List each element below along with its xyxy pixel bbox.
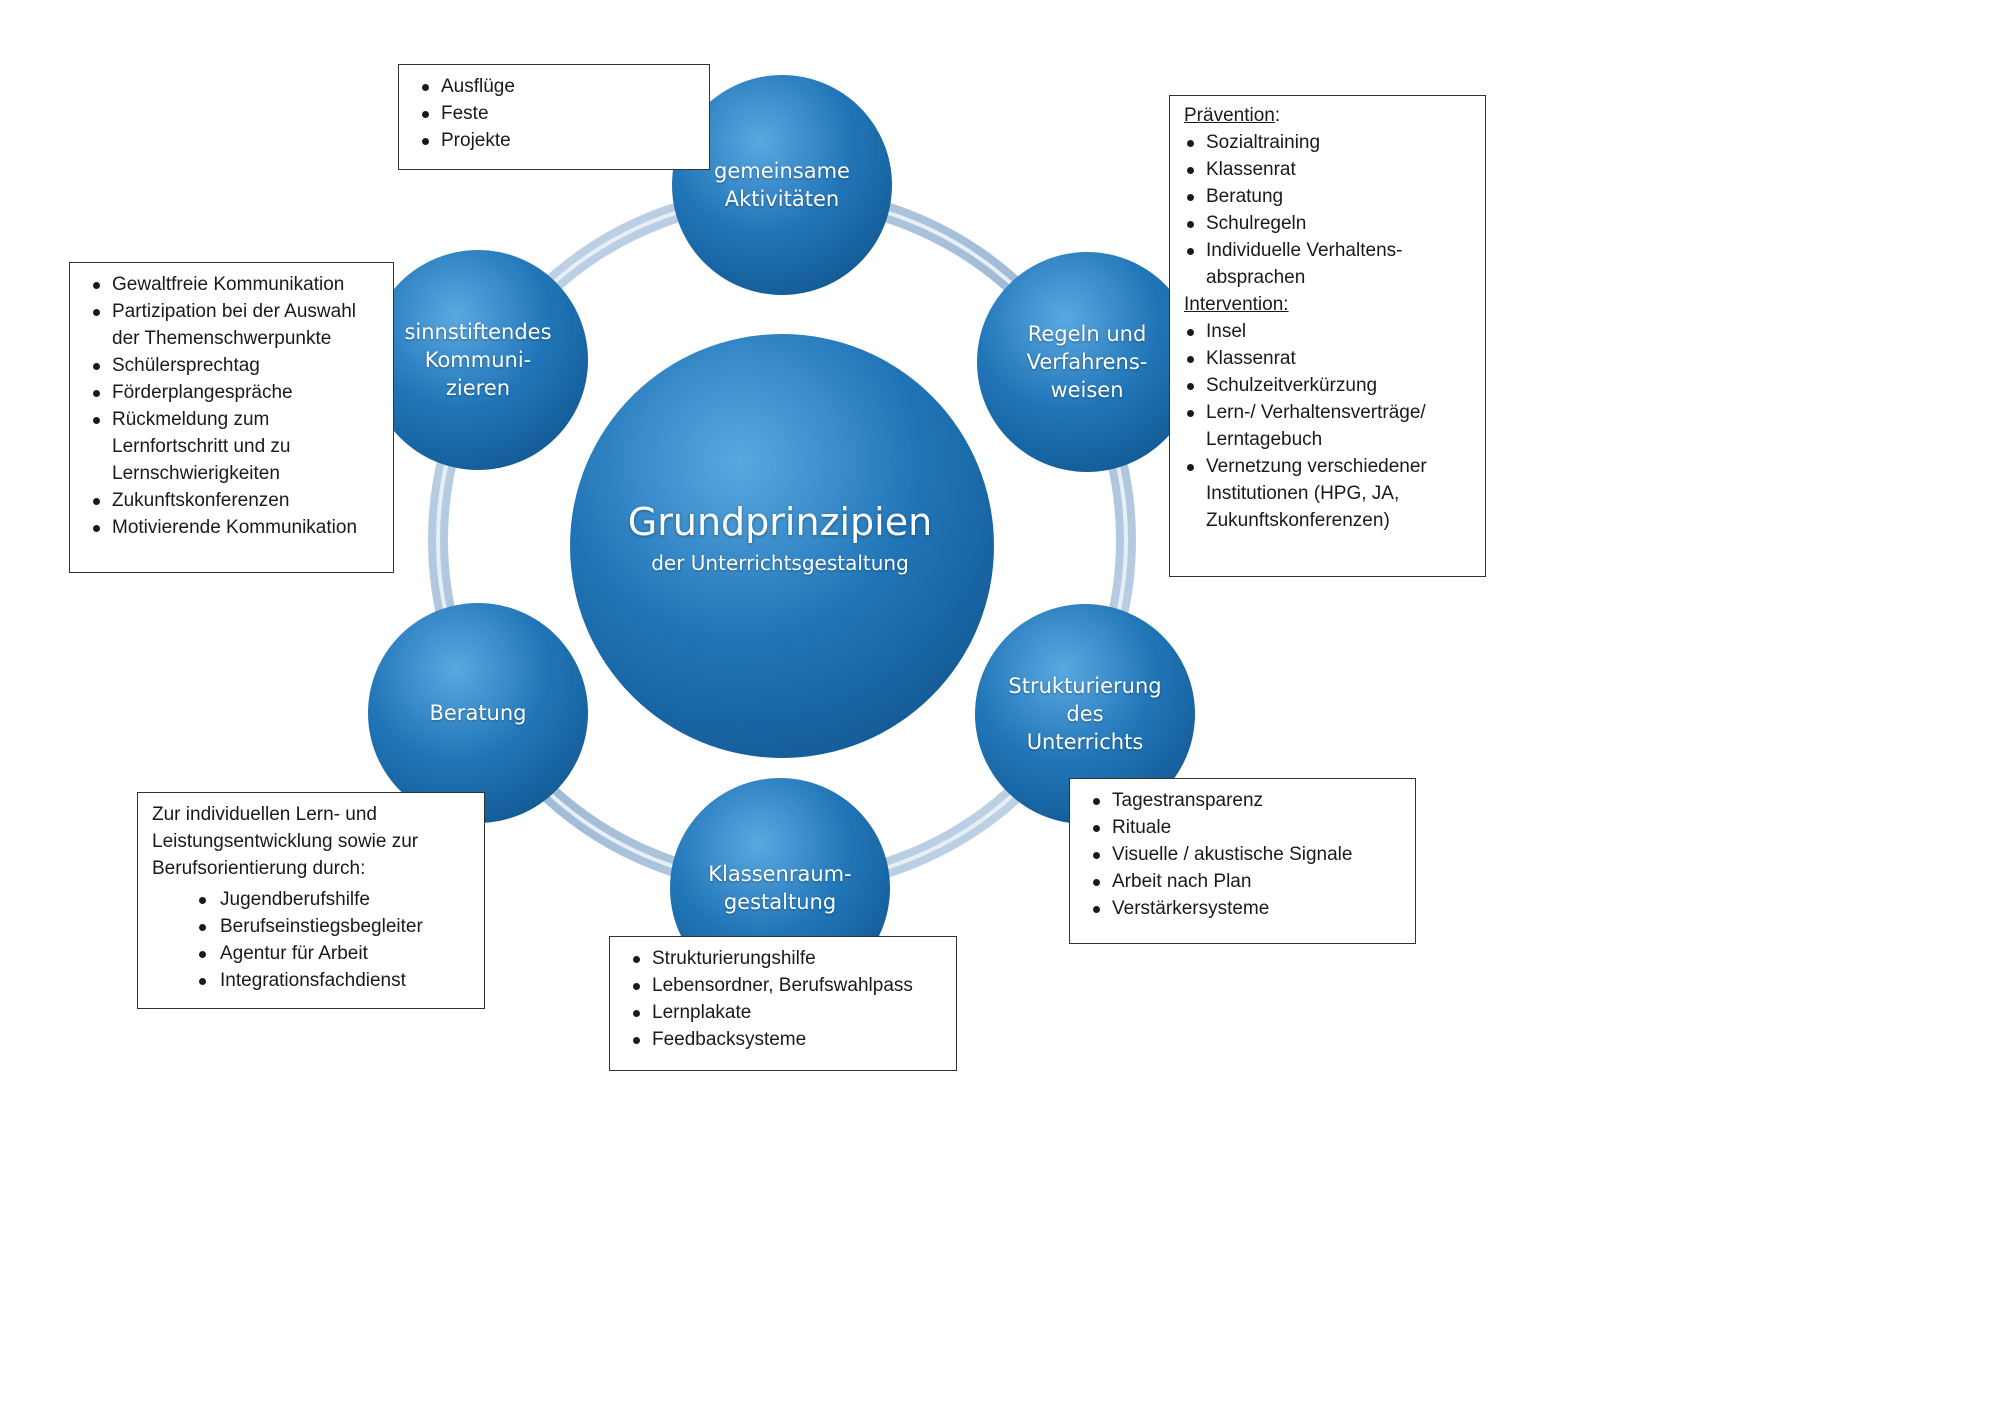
list-item: Feedbacksysteme	[630, 1026, 948, 1053]
list-item: Beratung	[1184, 183, 1477, 210]
list-item: Integrationsfachdienst	[152, 967, 476, 994]
node-upper-left-circle	[368, 250, 588, 470]
list-item: Feste	[419, 100, 699, 127]
node-label-structure: Strukturierung des Unterrichts	[1008, 674, 1162, 754]
communication-box: Gewaltfreie Kommunikation Partizipation …	[69, 262, 394, 573]
prevention-colon: :	[1274, 105, 1281, 126]
list-item: Agentur für Arbeit	[152, 940, 476, 967]
node-lower-left-circle	[368, 603, 588, 823]
center-subtitle: der Unterrichtsgestaltung	[651, 551, 909, 575]
node-label-rules: Regeln und Verfahrens- weisen	[1026, 322, 1148, 402]
list-item: Individuelle Verhaltens-absprachen	[1184, 237, 1477, 291]
structure-box: Tagestransparenz Rituale Visuelle / akus…	[1069, 778, 1416, 944]
counseling-box: Zur individuellen Lern- und Leistungsent…	[137, 792, 485, 1009]
list-item: Tagestransparenz	[1090, 787, 1407, 814]
node-label-communication: sinnstiftendes Kommuni- zieren	[404, 320, 552, 400]
list-item: Sozialtraining	[1184, 129, 1477, 156]
node-lower-right-circle	[975, 604, 1195, 824]
list-item: Lernplakate	[630, 999, 948, 1026]
list-item: Projekte	[419, 127, 699, 154]
list-item: Klassenrat	[1184, 156, 1477, 183]
list-item: Rückmeldung zum Lernfortschritt und zu L…	[90, 406, 385, 487]
intervention-heading: Intervention:	[1184, 294, 1289, 315]
center-title: Grundprinzipien	[627, 500, 933, 544]
list-item: Rituale	[1090, 814, 1407, 841]
list-item: Insel	[1184, 318, 1477, 345]
list-item: Partizipation bei der Auswahl der Themen…	[90, 298, 385, 352]
list-item: Lebensordner, Berufswahlpass	[630, 972, 948, 999]
list-item: Gewaltfreie Kommunikation	[90, 271, 385, 298]
classroom-box: Strukturierungshilfe Lebensordner, Beruf…	[609, 936, 957, 1071]
list-item: Schulregeln	[1184, 210, 1477, 237]
list-item: Motivierende Kommunikation	[90, 514, 385, 541]
node-top-circle	[672, 75, 892, 295]
list-item: Visuelle / akustische Signale	[1090, 841, 1407, 868]
list-item: Berufseinstiegsbegleiter	[152, 913, 476, 940]
list-item: Förderplangespräche	[90, 379, 385, 406]
prevention-heading: Prävention	[1184, 105, 1275, 126]
list-item: Lern-/ Verhaltensverträge/ Lerntagebuch	[1184, 399, 1477, 453]
node-label-activities: gemeinsame Aktivitäten	[714, 159, 850, 211]
list-item: Strukturierungshilfe	[630, 945, 948, 972]
activities-box: Ausflüge Feste Projekte	[398, 64, 710, 170]
list-item: Arbeit nach Plan	[1090, 868, 1407, 895]
list-item: Schulzeitverkürzung	[1184, 372, 1477, 399]
list-item: Zukunftskonferenzen	[90, 487, 385, 514]
node-upper-right-circle	[977, 252, 1197, 472]
node-label-classroom: Klassenraum- gestaltung	[708, 862, 852, 914]
list-item: Jugendberufshilfe	[152, 886, 476, 913]
list-item: Klassenrat	[1184, 345, 1477, 372]
counseling-intro: Zur individuellen Lern- und Leistungsent…	[152, 804, 419, 879]
list-item: Vernetzung verschiedener Institutionen (…	[1184, 453, 1477, 534]
list-item: Ausflüge	[419, 73, 699, 100]
list-item: Schülersprechtag	[90, 352, 385, 379]
rules-box: Prävention: Sozialtraining Klassenrat Be…	[1169, 95, 1486, 577]
node-label-counseling: Beratung	[429, 701, 527, 725]
center-circle	[570, 334, 994, 758]
list-item: Verstärkersysteme	[1090, 895, 1407, 922]
